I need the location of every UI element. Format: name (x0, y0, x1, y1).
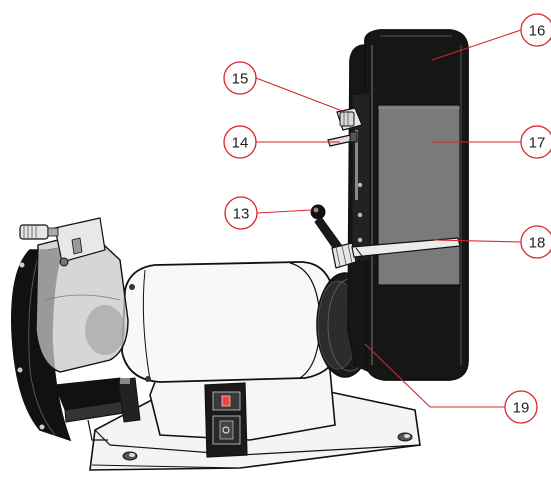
tension-lever (327, 131, 358, 147)
callout-13: 13 (224, 196, 258, 230)
callout-16-label: 16 (529, 23, 546, 40)
callout-15-label: 15 (232, 71, 249, 88)
callout-17-label: 17 (529, 135, 546, 152)
callout-19: 19 (504, 390, 538, 424)
leader-16 (431, 29, 522, 61)
callout-14-label: 14 (232, 135, 249, 152)
callout-18: 18 (520, 225, 551, 259)
callout-13-label: 13 (233, 206, 250, 223)
tracking-knob (336, 107, 363, 131)
abrasive-belt-surface (377, 104, 461, 286)
callout-leaders (255, 29, 522, 408)
power-switch-panel (204, 382, 248, 458)
callout-17: 17 (520, 125, 551, 159)
leader-15 (255, 77, 346, 113)
tool-rest-left (54, 377, 141, 441)
eye-shield (19, 217, 129, 373)
callout-15: 15 (223, 61, 257, 95)
leader-18 (433, 239, 522, 243)
work-table-knob (331, 237, 461, 269)
belt-sander-frame (347, 29, 469, 381)
callout-18-label: 18 (529, 235, 546, 252)
callout-16: 16 (520, 13, 551, 47)
callout-19-label: 19 (513, 400, 530, 417)
motor-housing (121, 261, 341, 383)
leader-19 (364, 343, 505, 408)
leader-13 (256, 209, 313, 214)
callouts: 15 14 13 16 17 18 19 (223, 13, 551, 424)
callout-14: 14 (223, 125, 257, 159)
